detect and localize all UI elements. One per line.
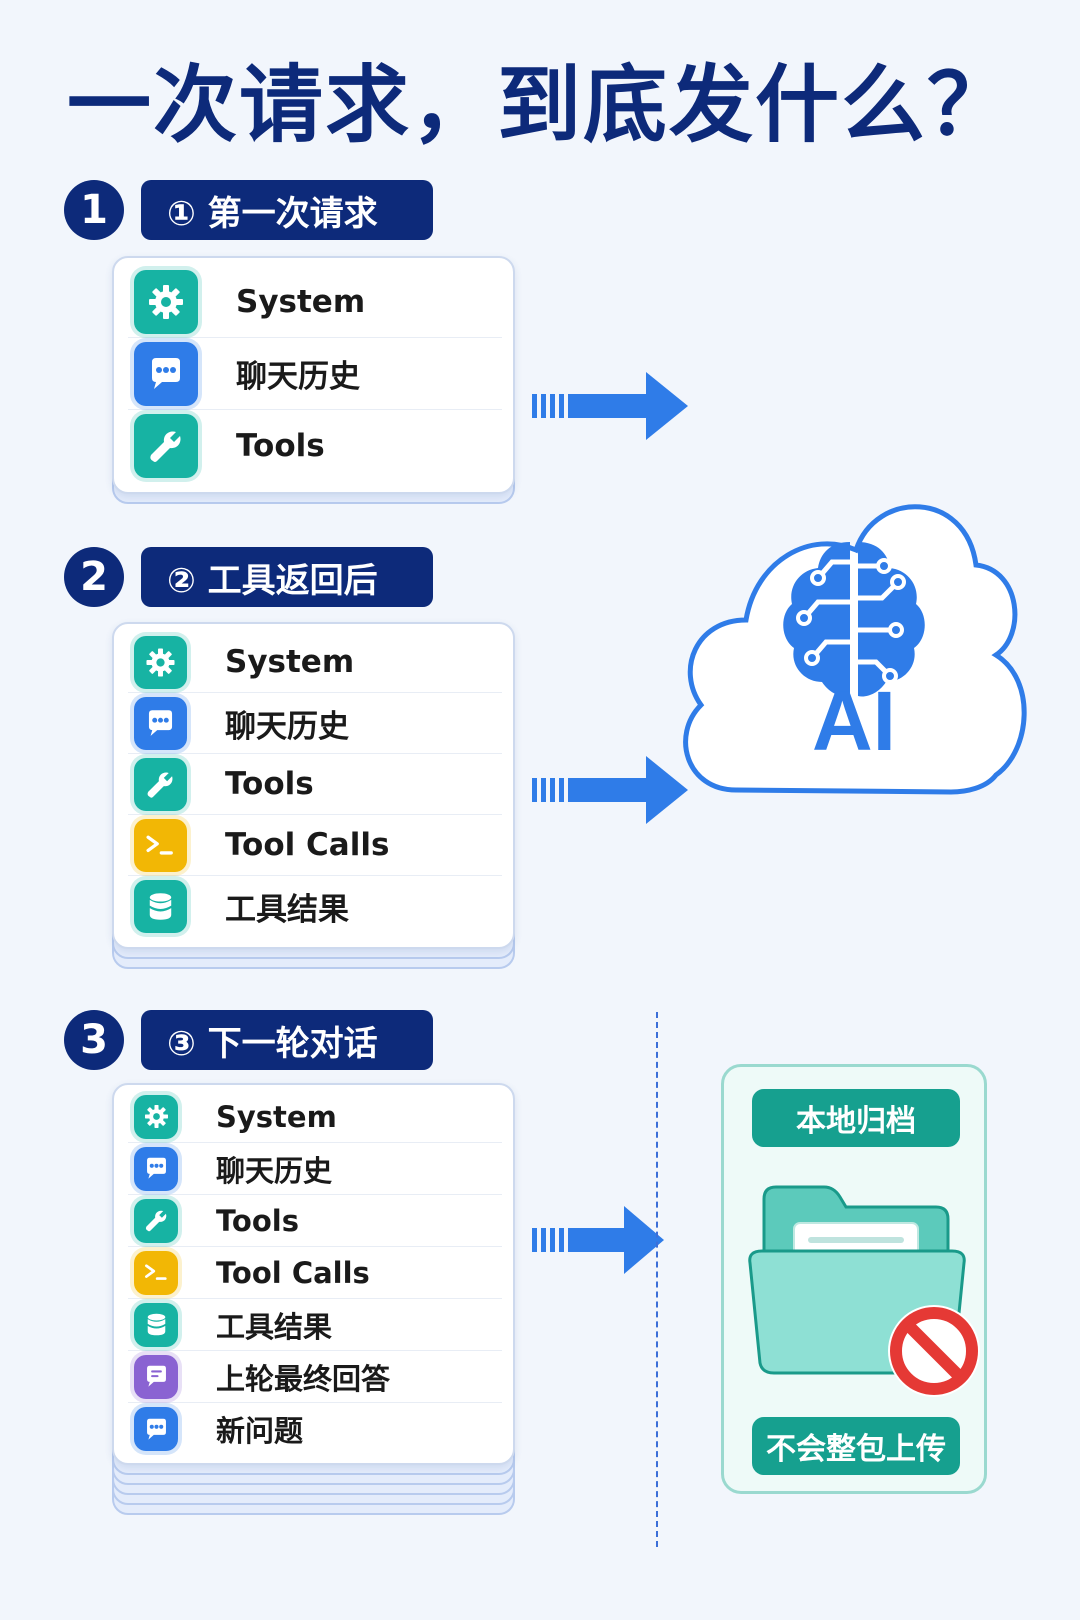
gear-icon: [134, 269, 198, 334]
ai-cloud: AI: [676, 470, 1036, 824]
request-item-label: Tools: [225, 766, 314, 802]
request-item: 工具结果: [128, 876, 502, 937]
local-archive-label: 本地归档: [752, 1089, 960, 1147]
request-item: Tools: [128, 410, 502, 482]
request-item: 上轮最终回答: [128, 1351, 502, 1403]
wrench-icon: [134, 757, 187, 811]
wrench-icon: [134, 414, 198, 478]
step-3-label: ③ 下一轮对话: [141, 1010, 433, 1070]
brain-circuit-icon: [783, 542, 925, 697]
chat-icon: [134, 1407, 178, 1451]
request-item-label: 聊天历史: [225, 708, 349, 745]
gear-icon: [134, 635, 187, 689]
step-1-label: ① 第一次请求: [141, 180, 433, 240]
request-item-label: 工具结果: [216, 1309, 333, 1344]
request-item-label: 新问题: [216, 1414, 304, 1448]
terminal-icon: [134, 1250, 178, 1295]
cloud-shape: [683, 504, 1027, 795]
request-item: System: [128, 266, 502, 338]
request-item-label: 上轮最终回答: [216, 1361, 391, 1396]
local-archive-panel: 本地归档 不会整包上传: [721, 1064, 987, 1494]
request-item-label: 工具结果: [225, 892, 349, 928]
request-item-label: System: [216, 1099, 337, 1134]
message-icon: [134, 1354, 178, 1399]
chat-icon: [134, 696, 187, 750]
prohibited-icon: [888, 1305, 980, 1397]
arrow-right-icon: [532, 1206, 664, 1274]
request-item-label: Tool Calls: [216, 1255, 370, 1290]
chat-icon: [134, 1146, 178, 1191]
step-3-number: 3: [64, 1010, 124, 1070]
database-icon: [134, 1302, 178, 1347]
request-card: System 聊天历史 Tools: [112, 256, 515, 494]
arrow-right-icon: [532, 372, 688, 440]
step-1-number: 1: [64, 180, 124, 240]
no-full-upload-label: 不会整包上传: [752, 1417, 960, 1475]
database-icon: [134, 880, 187, 933]
request-item: 聊天历史: [128, 338, 502, 410]
wrench-icon: [134, 1198, 178, 1243]
dashed-divider: [656, 1012, 658, 1547]
request-item-label: System: [225, 644, 355, 680]
request-item: Tool Calls: [128, 1247, 502, 1299]
request-item-label: Tools: [236, 428, 325, 464]
request-item: 聊天历史: [128, 693, 502, 754]
ai-label: AI: [812, 674, 896, 768]
request-item-label: 聊天历史: [216, 1153, 333, 1188]
chat-icon: [134, 341, 198, 406]
request-item: Tool Calls: [128, 815, 502, 876]
request-item: 聊天历史: [128, 1143, 502, 1195]
arrow-right-icon: [532, 756, 688, 824]
request-item-label: Tool Calls: [225, 827, 390, 863]
gear-icon: [134, 1094, 178, 1139]
request-item-label: Tools: [216, 1203, 299, 1238]
step-2-number: 2: [64, 547, 124, 607]
request-item: 新问题: [128, 1403, 502, 1455]
request-item: 工具结果: [128, 1299, 502, 1351]
request-item: Tools: [128, 1195, 502, 1247]
request-item: System: [128, 1091, 502, 1143]
page-title: 一次请求，到底发什么？: [66, 56, 1013, 154]
request-item: Tools: [128, 754, 502, 815]
request-item-label: 聊天历史: [236, 359, 360, 395]
request-item-label: System: [236, 283, 366, 320]
step-2-label: ② 工具返回后: [141, 547, 433, 607]
request-item: System: [128, 632, 502, 693]
terminal-icon: [134, 818, 187, 872]
